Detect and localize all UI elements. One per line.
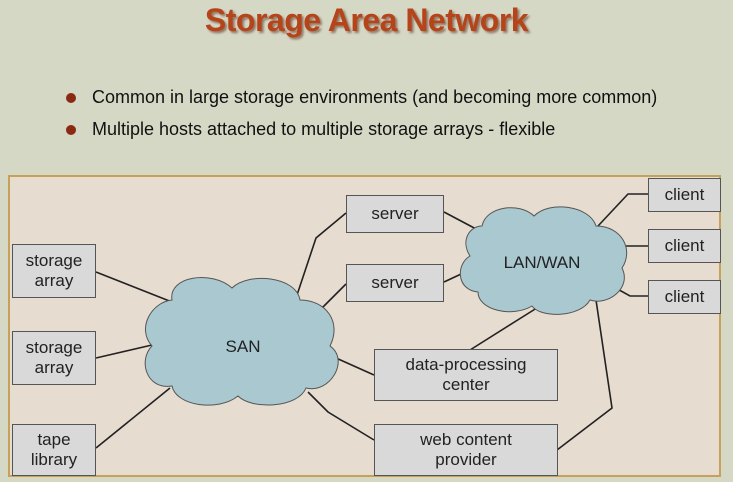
- link-lanwan-web-content: [556, 299, 613, 451]
- client-node: client: [648, 280, 721, 314]
- link-san-server-1: [295, 212, 347, 299]
- bullet-list: Common in large storage environments (an…: [66, 86, 666, 150]
- server-node: server: [346, 264, 444, 302]
- link-lanwan-client-1: [597, 193, 648, 227]
- san-label: SAN: [225, 337, 261, 356]
- link-server-1-lanwan: [443, 211, 479, 231]
- link-san-tape-library: [95, 387, 171, 449]
- storage-array-node: storage array: [12, 244, 96, 298]
- lanwan-label: LAN/WAN: [503, 253, 581, 272]
- lanwan-cloud-icon: [459, 206, 628, 315]
- link-san-web-content: [307, 391, 375, 441]
- storage-array-node: storage array: [12, 331, 96, 385]
- data-processing-center-node: data-processing center: [374, 349, 558, 401]
- link-san-storage-array-1: [95, 271, 173, 303]
- bullet-item: Common in large storage environments (an…: [66, 86, 666, 108]
- bullet-item: Multiple hosts attached to multiple stor…: [66, 118, 666, 140]
- bullet-text: Common in large storage environments (an…: [92, 87, 658, 107]
- san-cloud-icon: [144, 277, 339, 406]
- bullet-dot-icon: [66, 125, 76, 135]
- bullet-dot-icon: [66, 93, 76, 103]
- bullet-text: Multiple hosts attached to multiple stor…: [92, 119, 556, 139]
- link-san-storage-array-2: [95, 344, 153, 359]
- client-node: client: [648, 229, 721, 263]
- link-san-data-processing: [335, 357, 375, 376]
- tape-library-node: tape library: [12, 424, 96, 476]
- client-node: client: [648, 178, 721, 212]
- web-content-provider-node: web content provider: [374, 424, 558, 476]
- server-node: server: [346, 195, 444, 233]
- link-lanwan-data-processing: [469, 305, 541, 351]
- slide-title: Storage Area Network: [204, 2, 529, 38]
